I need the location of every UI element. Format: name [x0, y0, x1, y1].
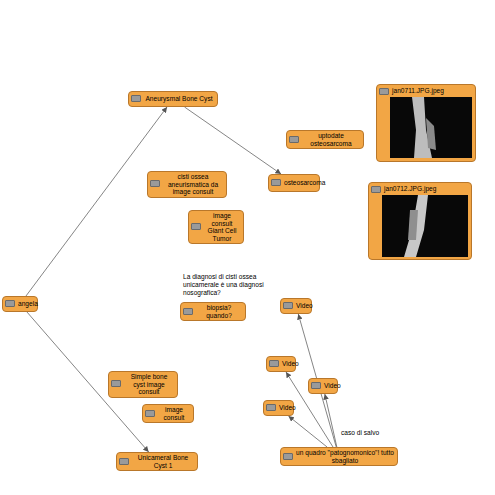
- concept-box: image consult: [142, 404, 194, 423]
- concept-box: osteosarcoma: [268, 174, 320, 192]
- note-text: caso di salvo: [341, 429, 391, 437]
- concept-box: cisti ossea aneurismatica da image consu…: [147, 171, 227, 198]
- image-node: jan0711.JPG.jpeg: [376, 84, 476, 162]
- node-text: Video: [296, 302, 308, 310]
- node-text: image consult Giant Cell Tumor: [204, 212, 240, 242]
- node-text: osteosarcoma: [284, 179, 316, 187]
- node-text: Aneurysmal Bone Cyst: [144, 95, 214, 103]
- connector-arrow: [185, 107, 282, 174]
- node-text: Video: [324, 382, 334, 390]
- concept-box: Video: [263, 400, 294, 416]
- node-text: jan0711.JPG.jpeg: [392, 87, 472, 95]
- concept-box: Aneurysmal Bone Cyst: [128, 91, 218, 107]
- concept-box: biopsia? quando?: [180, 302, 246, 321]
- note-text: La diagnosi di cisti ossea unicamerale è…: [183, 273, 273, 297]
- concept-box: uptodate osteosarcoma: [286, 130, 364, 149]
- node-text: un quadro "patognomonico"! tutto sbaglia…: [296, 449, 394, 464]
- node-text: cisti ossea aneurismatica da image consu…: [163, 173, 223, 196]
- concept-box: Simple bone cyst image consult: [108, 371, 178, 398]
- concept-box: Video: [308, 378, 338, 394]
- connector-arrow: [288, 416, 327, 447]
- node-text: Video: [282, 360, 292, 368]
- image-node: jan0712.JPG.jpeg: [368, 182, 472, 260]
- concept-box: angela: [2, 296, 38, 312]
- concept-box: Unicameral Bone Cyst 1: [116, 452, 198, 471]
- node-text: jan0712.JPG.jpeg: [384, 185, 468, 193]
- connector-arrow: [325, 394, 337, 447]
- node-text: angela: [18, 300, 34, 308]
- xray-image: [382, 195, 468, 257]
- concept-box: Video: [266, 356, 296, 372]
- xray-image: [390, 97, 472, 158]
- connector-arrow: [26, 107, 167, 296]
- concept-box: un quadro "patognomonico"! tutto sbaglia…: [280, 447, 398, 466]
- node-text: Video: [279, 404, 290, 412]
- node-text: image consult: [158, 406, 190, 421]
- node-text: biopsia? quando?: [196, 304, 242, 319]
- node-text: uptodate osteosarcoma: [302, 132, 360, 147]
- concept-box: Video: [280, 298, 312, 314]
- node-text: Unicameral Bone Cyst 1: [132, 454, 194, 469]
- node-text: Simple bone cyst image consult: [124, 373, 174, 396]
- concept-box: image consult Giant Cell Tumor: [188, 210, 244, 244]
